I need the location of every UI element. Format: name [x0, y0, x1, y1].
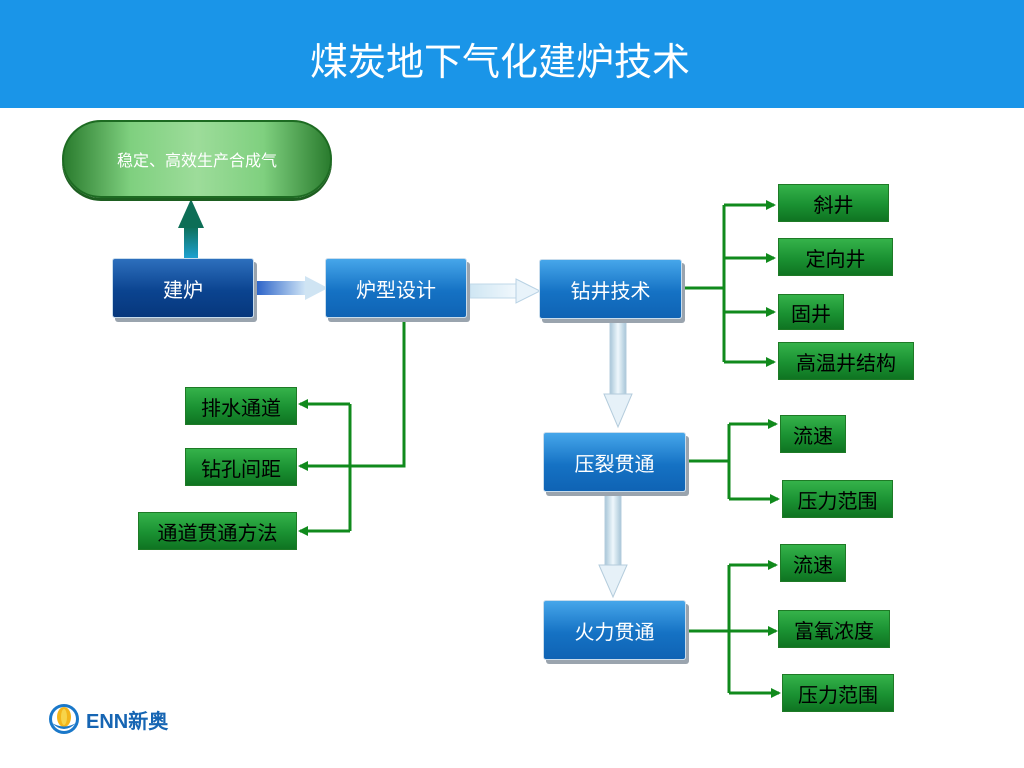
- leaf-drainage-channel: 排水通道: [185, 387, 297, 425]
- arrow-build-to-design: [256, 276, 328, 300]
- leaf-channel-connect-method: 通道贯通方法: [138, 512, 297, 550]
- logo-text: ENN新奥: [86, 710, 169, 733]
- leaf-flow-rate: 流速: [780, 415, 846, 453]
- leaf-pressure-range: 压力范围: [782, 674, 894, 712]
- node-fire-connect: 火力贯通: [543, 600, 686, 660]
- node-furnace-design: 炉型设计: [325, 258, 467, 318]
- leaf-directional-well: 定向井: [778, 238, 893, 276]
- leaf-inclined-well: 斜井: [778, 184, 889, 222]
- company-logo: ENN新奥: [48, 702, 168, 736]
- page-title: 煤炭地下气化建炉技术: [309, 40, 690, 84]
- arrow-drilling-to-fracture: [603, 319, 633, 429]
- leaf-pressure-range: 压力范围: [782, 480, 893, 518]
- node-build: 建炉: [112, 258, 254, 318]
- arrow-design-to-drilling: [469, 278, 542, 304]
- sun-logo-icon: [49, 704, 79, 734]
- drilling-leaf-connectors: [685, 200, 776, 367]
- leaf-flow-rate: 流速: [780, 544, 846, 582]
- header-bar: 煤炭地下气化建炉技术: [0, 0, 1024, 108]
- leaf-high-temp-well-structure: 高温井结构: [778, 342, 914, 380]
- goal-syngas-node: 稳定、高效生产合成气: [62, 120, 332, 198]
- arrow-fracture-to-fire: [598, 493, 628, 599]
- fire-leaf-connectors: [688, 560, 781, 698]
- node-fracture-connect: 压裂贯通: [543, 432, 686, 492]
- design-leaf-connectors: [298, 322, 406, 536]
- leaf-borehole-spacing: 钻孔间距: [185, 448, 297, 486]
- node-drilling-tech: 钻井技术: [539, 259, 682, 319]
- fracture-leaf-connectors: [688, 419, 780, 504]
- arrow-up-to-goal: [178, 199, 204, 260]
- leaf-oxygen-concentration: 富氧浓度: [778, 610, 890, 648]
- leaf-well-cementing: 固井: [778, 294, 844, 330]
